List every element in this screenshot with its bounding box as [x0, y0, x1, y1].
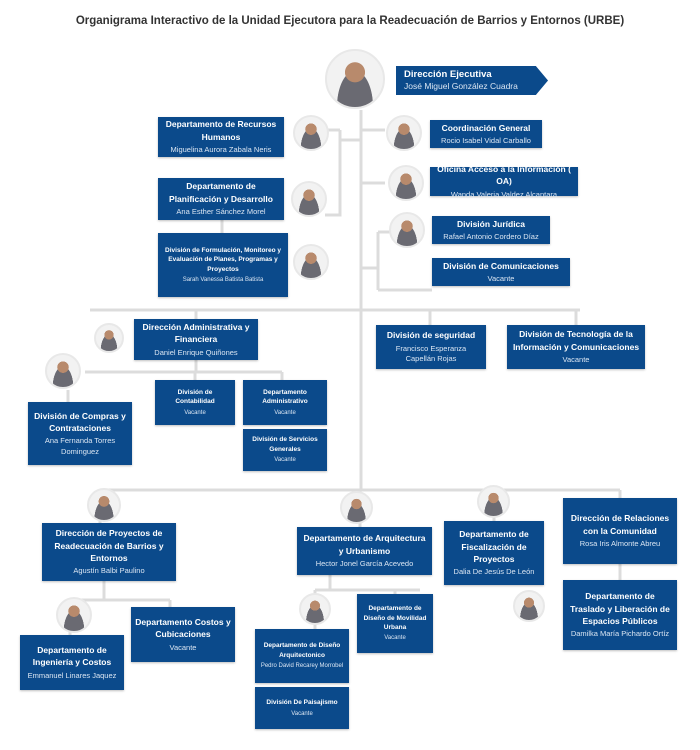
node-person: José Miguel González Cuadra	[404, 81, 518, 92]
node-title: División de seguridad	[386, 330, 476, 341]
node-person: Wanda Valeria Valdez Alcantara	[450, 189, 558, 199]
traslado-avatar	[513, 590, 545, 622]
exec-avatar	[325, 49, 385, 109]
node-person: Rosa Iris Almonte Abreu	[579, 539, 661, 549]
oai-avatar	[388, 165, 424, 201]
node-person: Emmanuel Linares Jaquez	[27, 670, 117, 680]
node-person: Ana Esther Sánchez Morel	[176, 207, 266, 217]
node-title: Departamento de Recursos Humanos	[165, 119, 277, 142]
node-person: Vacante	[291, 710, 313, 717]
node-title: División de Servicios Generales	[252, 436, 318, 453]
fisc-avatar	[477, 485, 510, 518]
node-title: Departamento de Arquitectura y Urbanismo	[303, 533, 426, 556]
node-title: División de Contabilidad	[175, 388, 215, 406]
admin-avatar	[94, 323, 124, 353]
node-planificacion[interactable]: Departamento de Planificación y Desarrol…	[158, 178, 284, 220]
node-movilidad-urbana[interactable]: Departamento de Diseño de Movilidad Urba…	[357, 594, 433, 653]
node-title: Dirección de Proyectos de Readecuación d…	[54, 528, 164, 563]
node-title: Departamento de Diseño Arquitectonico	[263, 642, 341, 659]
node-person: Miguelina Aurora Zabala Neris	[170, 145, 272, 155]
node-title: Departamento de Fiscalización de Proyect…	[459, 529, 529, 564]
rrhh-avatar	[293, 115, 329, 151]
node-person: Vacante	[274, 457, 296, 464]
disarq-avatar	[299, 593, 331, 625]
node-title: Coordinación General	[441, 122, 531, 133]
node-person: Ana Fernanda Torres Dominguez	[44, 436, 116, 456]
node-person: Rocio Isabel Vidal Carballo	[441, 135, 531, 145]
node-title: Departamento de Diseño de Movilidad Urba…	[363, 605, 427, 632]
node-title: División de Comunicaciones	[443, 260, 559, 271]
node-title: Dirección de Relaciones con la Comunidad	[570, 513, 670, 536]
node-formulacion[interactable]: División de Formulación, Monitoreo y Eva…	[158, 233, 288, 297]
arq-avatar	[340, 491, 373, 524]
node-title: Oficina Acceso a la Información ( OA)	[437, 163, 571, 187]
proy-avatar	[87, 488, 121, 522]
node-person: Rafael Antonio Cordero Díaz	[443, 231, 539, 241]
node-person: Hector Jonel García Acevedo	[315, 559, 414, 569]
node-fiscalizacion[interactable]: Departamento de Fiscalización de Proyect…	[444, 521, 544, 585]
node-person: Pedro David Recarey Morrobel	[260, 663, 344, 670]
compras-avatar	[45, 353, 81, 389]
node-person: Dalia De Jesús De León	[453, 567, 535, 577]
node-title: Dirección Ejecutiva	[404, 68, 492, 80]
node-title: Departamento de Ingeniería y Costos	[32, 644, 112, 668]
node-title: División De Paisajismo	[266, 699, 338, 707]
node-person: Vacante	[487, 273, 515, 283]
ingen-avatar	[56, 597, 92, 633]
node-person: Vacante	[184, 409, 206, 416]
jurid-avatar	[389, 212, 425, 248]
node-person: Francisco Esperanza Capellán Rojas	[395, 343, 467, 364]
node-oai[interactable]: Oficina Acceso a la Información ( OA) Wan…	[430, 164, 578, 199]
node-person: Vacante	[384, 635, 406, 642]
node-person: Vacante	[274, 409, 296, 416]
node-tecnologia[interactable]: División de Tecnología de la Información…	[507, 325, 645, 369]
node-arquitectura[interactable]: Departamento de Arquitectura y Urbanismo…	[297, 527, 432, 575]
node-person: Agustín Balbi Paulino	[73, 566, 145, 576]
node-person: Sarah Vanessa Batista Batista	[182, 276, 264, 283]
planif-avatar	[291, 181, 327, 217]
node-title: División de Formulación, Monitoreo y Eva…	[165, 246, 281, 273]
node-title: División de Tecnología de la Información…	[512, 329, 640, 352]
formul-avatar	[293, 244, 329, 280]
node-title: Departamento de Traslado y Liberación de…	[570, 591, 670, 626]
node-title: Departamento Administrativo	[262, 388, 308, 406]
node-traslado[interactable]: Departamento de Traslado y Liberación de…	[563, 580, 677, 650]
coord-avatar	[386, 115, 422, 151]
node-person: Daniel Enrique Quiñones	[154, 347, 238, 357]
node-title: División de Compras y Contrataciones	[34, 410, 126, 433]
node-title: Dirección Administrativa y Financiera	[142, 321, 250, 345]
node-person: Vacante	[169, 642, 197, 652]
node-proyectos[interactable]: Dirección de Proyectos de Readecuación d…	[42, 523, 176, 581]
node-person: Vacante	[562, 355, 590, 365]
page-title: Organigrama Interactivo de la Unidad Eje…	[75, 15, 625, 27]
node-relaciones-comunidad[interactable]: Dirección de Relaciones con la Comunidad…	[563, 498, 677, 564]
node-title: Departamento Costos y Cubicaciones	[135, 616, 231, 640]
node-person: Damilka María Pichardo Ortíz	[570, 629, 670, 639]
node-title: División Jurídica	[456, 218, 526, 229]
node-title: Departamento de Planificación y Desarrol…	[169, 181, 273, 204]
